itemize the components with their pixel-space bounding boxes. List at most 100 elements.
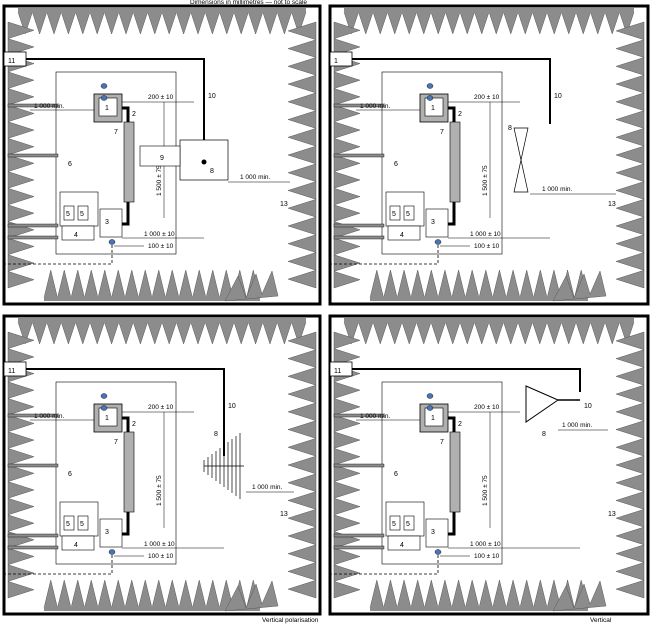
eut-label: 1 [105,105,109,112]
wall-id-label: 11 [8,368,15,375]
antenna-label: 8 [508,125,512,132]
corner-absorber [224,270,279,302]
absorber-top [343,321,635,345]
feedthrough [333,463,385,468]
dim-antenna-wall: 1 000 min. [562,422,593,429]
corner-absorber [224,580,279,612]
absorber-top-base [18,318,306,323]
supply-box [425,518,449,548]
absorber-left [333,21,361,289]
probe-icon [426,405,434,411]
probe-icon [426,393,434,399]
port-box-b [77,515,89,531]
chamber-label: 13 [280,201,288,208]
ground-lead [330,245,439,265]
eut [424,407,444,427]
eut-label: 1 [105,415,109,422]
dim-to-wall: 1 000 min. [360,103,391,110]
probe-icon [100,95,108,101]
chamber-label: 13 [608,511,616,518]
dim-eut-gap: 200 ± 10 [474,404,500,411]
harness-support [123,121,135,203]
wall-id-label: 11 [8,58,15,65]
feedthrough [333,413,385,418]
absorber-bottom-base [370,296,588,301]
polarization-label: Vertical [590,617,612,624]
dim-bench-edge: 100 ± 10 [148,243,174,250]
ground-plane-label: 6 [394,161,398,168]
cable-run-label: 10 [584,403,592,410]
antenna-label: 8 [542,431,546,438]
support-label: 9 [160,155,164,162]
ground-plane-label: 6 [68,471,72,478]
dim-antenna-dist: 1 000 ± 10 [470,541,501,548]
port-a-label: 5 [392,211,396,218]
absorber-top [17,11,307,35]
dim-to-wall: 1 000 min. [360,413,391,420]
antenna-feed [201,159,207,165]
dim-antenna-dist: 1 000 ± 10 [144,231,175,238]
bench-label: 7 [440,439,444,446]
harness-support [449,121,461,203]
cable-run-label: 10 [554,93,562,100]
feedthrough [7,413,59,418]
dim-harness-len: 1 500 ± 75 [482,475,489,506]
port-box-b [403,205,415,221]
cable-run-label: 10 [208,93,216,100]
network-box [387,535,421,551]
absorber-top-base [344,8,634,13]
absorber-bottom-base [370,606,588,611]
port-box-b [403,515,415,531]
corner-absorber [552,270,607,302]
feedthrough [7,223,59,228]
dim-harness-len: 1 500 ± 75 [156,165,163,196]
support-box [139,145,181,167]
chamber-label: 13 [608,201,616,208]
eut [98,97,118,117]
probe-icon [108,239,116,245]
feedthrough [333,235,385,240]
eut-label: 1 [431,105,435,112]
feedthrough [7,153,59,158]
dim-antenna-wall: 1 000 min. [252,484,283,491]
port-box-a [389,515,401,531]
bench-label: 7 [114,439,118,446]
dim-antenna-wall: 1 000 min. [542,186,573,193]
dim-antenna-wall: 1 000 min. [240,174,271,181]
network-label: 4 [400,542,404,549]
port-b-label: 5 [80,211,84,218]
absorber-left [7,331,35,599]
supply-label: 3 [105,219,109,226]
port-a-label: 5 [66,211,70,218]
dim-eut-gap: 200 ± 10 [148,404,174,411]
port-b-label: 5 [406,211,410,218]
bench-label: 7 [114,129,118,136]
port-b-label: 5 [80,521,84,528]
probe-icon [434,549,442,555]
ground-plane-label: 6 [394,471,398,478]
dim-to-wall: 1 000 min. [34,103,65,110]
harness-label: 2 [458,111,462,118]
absorber-top [17,321,307,345]
dim-harness-len: 1 500 ± 75 [482,165,489,196]
eut [424,97,444,117]
wall-id-label: 1 [334,58,338,65]
probe-icon [100,83,108,89]
absorber-left [7,21,35,289]
absorber-top-base [344,318,634,323]
network-label: 4 [400,232,404,239]
probe-icon [108,549,116,555]
dim-to-wall: 1 000 min. [34,413,65,420]
feedthrough [7,235,59,240]
log-periodic-antenna [203,433,244,499]
dim-eut-gap: 200 ± 10 [474,94,500,101]
port-a-label: 5 [392,521,396,528]
supply-box [99,208,123,238]
probe-icon [100,405,108,411]
ground-lead [330,555,439,575]
